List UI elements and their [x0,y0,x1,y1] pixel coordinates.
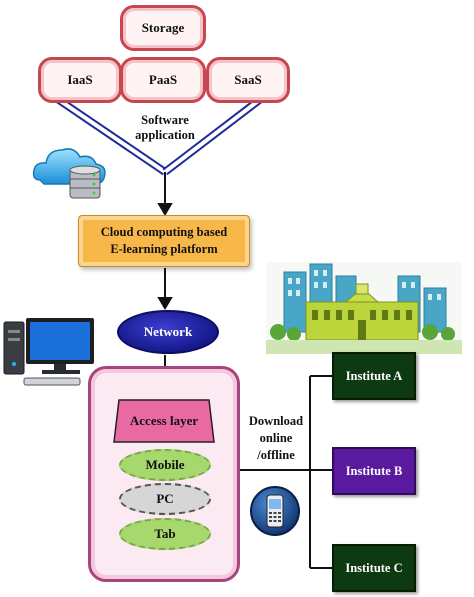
mobile-phone-icon [250,486,300,536]
paas-box: PaaS [120,57,206,103]
iaas-box: IaaS [38,57,122,103]
institute-links [240,375,332,569]
software-application-funnel [53,94,265,176]
storage-label: Storage [141,20,185,35]
desktop-computer-icon [3,318,94,386]
mobile-device-node: Mobile [119,449,211,481]
platform-line2: E-learning platform [110,242,218,256]
platform-line1: Cloud computing based [100,225,228,239]
paas-label: PaaS [148,72,178,87]
pc-device-node: PC [119,483,211,515]
network-node: Network [117,310,219,354]
institute-c-label: Institute C [345,560,403,575]
access-layer-shape [113,399,215,443]
tab-label: Tab [154,526,176,541]
spine-arrows [157,172,173,396]
city-buildings-icon [266,262,462,354]
institute-a-label: Institute A [345,368,403,383]
institute-c-box: Institute C [332,544,416,592]
download-online-offline-label: Download online /offline [248,414,304,462]
access-layer-box: Access layer [113,398,215,444]
institute-a-box: Institute A [332,352,416,400]
network-label: Network [143,324,193,339]
pc-label: PC [156,491,174,506]
cloud-server-icon [32,148,106,199]
access-layer-label: Access layer [129,413,199,428]
institute-b-box: Institute B [332,447,416,495]
saas-box: SaaS [206,57,290,103]
e-learning-platform-box: Cloud computing based E-learning platfor… [78,215,250,267]
tab-device-node: Tab [119,518,211,550]
software-application-label: Software application [135,113,195,142]
iaas-label: IaaS [67,72,93,87]
saas-label: SaaS [234,72,262,87]
mobile-label: Mobile [145,457,185,472]
storage-box: Storage [120,5,206,51]
institute-b-label: Institute B [345,463,403,478]
